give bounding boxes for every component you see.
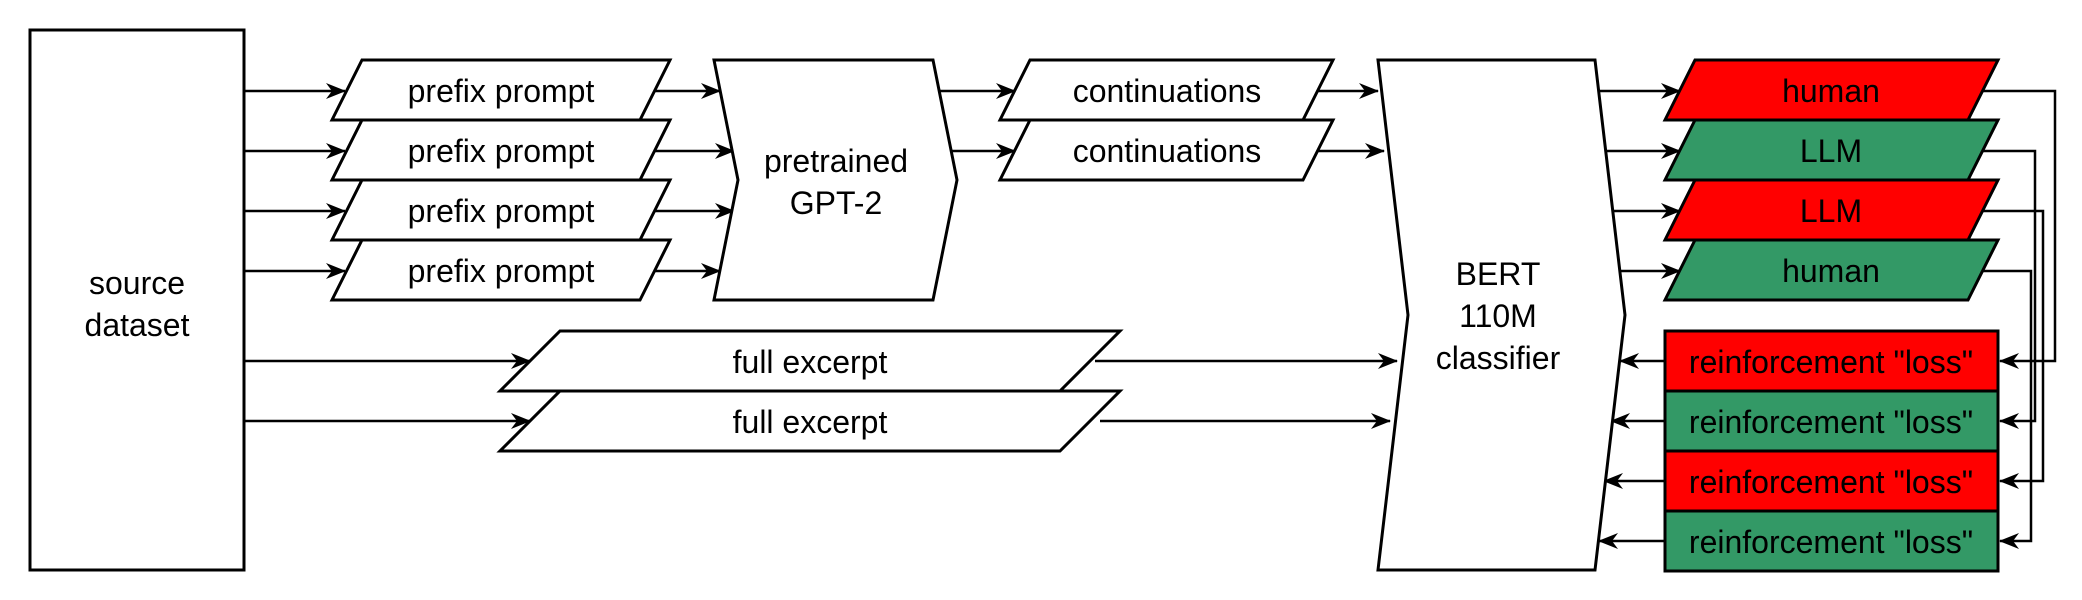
prefix-prompt-label: prefix prompt bbox=[408, 253, 595, 289]
classifier-label-line-3: classifier bbox=[1436, 340, 1561, 376]
classifier-label-line-1: BERT bbox=[1456, 256, 1541, 292]
full-excerpt-node: full excerpt bbox=[496, 329, 1124, 393]
prediction-node: LLM bbox=[1662, 118, 2001, 182]
generator-label-line-2: GPT-2 bbox=[790, 185, 882, 221]
loss-shape bbox=[1663, 389, 2000, 453]
prediction-shape bbox=[1662, 238, 2001, 302]
prediction-node: human bbox=[1662, 58, 2001, 122]
prediction-label: human bbox=[1782, 73, 1880, 109]
classifier-label-line-2: 110M bbox=[1459, 298, 1537, 334]
prediction-label: human bbox=[1782, 253, 1880, 289]
continuation-label: continuations bbox=[1073, 73, 1262, 109]
arrow-prediction-4-to-loss-4 bbox=[1978, 269, 2033, 549]
prefix-prompt-label: prefix prompt bbox=[408, 73, 595, 109]
loss-node: reinforcement "loss" bbox=[1663, 329, 2000, 393]
prefix-prompt-node: prefix prompt bbox=[329, 178, 673, 242]
loss-node: reinforcement "loss" bbox=[1663, 389, 2000, 453]
prefix-prompt-node: prefix prompt bbox=[329, 118, 673, 182]
prefix-prompt-label: prefix prompt bbox=[408, 133, 595, 169]
full-excerpt-node: full excerpt bbox=[496, 389, 1124, 453]
loss-node: reinforcement "loss" bbox=[1663, 449, 2000, 513]
classifier-node: BERT 110M classifier bbox=[1376, 58, 1627, 572]
prediction-node: LLM bbox=[1662, 178, 2001, 242]
loss-shape bbox=[1663, 509, 2000, 573]
connectors bbox=[245, 83, 2057, 549]
prediction-label: LLM bbox=[1800, 133, 1862, 169]
loss-label: reinforcement "loss" bbox=[1689, 404, 1973, 440]
continuation-node: continuations bbox=[997, 118, 1336, 182]
prefix-prompt-node: prefix prompt bbox=[329, 58, 673, 122]
generator-node: pretrained GPT-2 bbox=[712, 58, 959, 302]
continuation-stack: continuations continuations bbox=[997, 58, 1336, 182]
loss-label: reinforcement "loss" bbox=[1689, 464, 1973, 500]
loss-label: reinforcement "loss" bbox=[1689, 524, 1973, 560]
prefix-prompt-stack: prefix prompt prefix prompt prefix promp… bbox=[329, 58, 673, 302]
prefix-prompt-node: prefix prompt bbox=[329, 238, 673, 302]
full-excerpt-label: full excerpt bbox=[733, 404, 888, 440]
arrow-prediction-3-to-loss-3 bbox=[1978, 209, 2045, 489]
arrow-prediction-2-to-loss-2 bbox=[1978, 149, 2037, 429]
loss-shape bbox=[1663, 449, 2000, 513]
full-excerpt-stack: full excerpt full excerpt bbox=[496, 329, 1124, 453]
source-dataset-node: source dataset bbox=[28, 28, 246, 572]
generator-label-line-1: pretrained bbox=[764, 143, 908, 179]
source-dataset-label-line-1: source bbox=[89, 265, 185, 301]
source-dataset-label-line-2: dataset bbox=[85, 307, 190, 343]
full-excerpt-label: full excerpt bbox=[733, 344, 888, 380]
prediction-label: LLM bbox=[1800, 193, 1862, 229]
prediction-node: human bbox=[1662, 238, 2001, 302]
loss-stack: reinforcement "loss" reinforcement "loss"… bbox=[1663, 329, 2000, 573]
continuation-label: continuations bbox=[1073, 133, 1262, 169]
loss-label: reinforcement "loss" bbox=[1689, 344, 1973, 380]
arrow-prediction-1-to-loss-1 bbox=[1978, 89, 2057, 369]
continuation-node: continuations bbox=[997, 58, 1336, 122]
prefix-prompt-label: prefix prompt bbox=[408, 193, 595, 229]
loss-node: reinforcement "loss" bbox=[1663, 509, 2000, 573]
